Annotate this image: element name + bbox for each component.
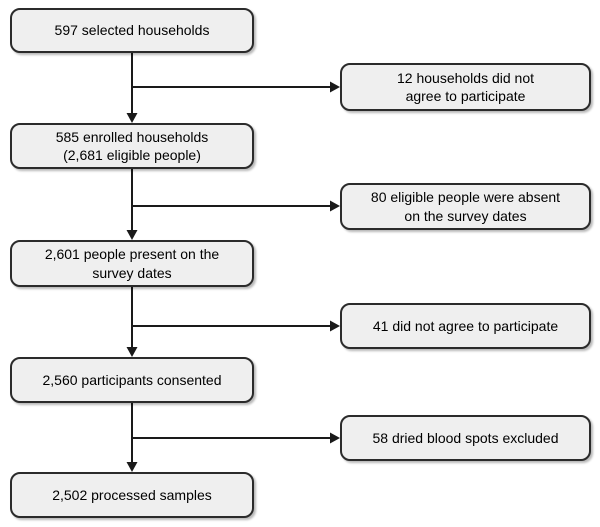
flow-box-did-not-agree: 41 did not agree to participate <box>340 303 591 349</box>
flow-box-text: on the survey dates <box>404 207 527 224</box>
flow-box-processed-samples: 2,502 processed samples <box>10 472 254 518</box>
flow-box-households-did-not-agree: 12 households did not agree to participa… <box>340 63 591 111</box>
flow-box-text: 585 enrolled households <box>55 128 209 145</box>
flow-box-text: 597 selected households <box>54 22 210 39</box>
flow-box-enrolled-households: 585 enrolled households (2,681 eligible … <box>10 123 254 169</box>
flow-box-text: agree to participate <box>405 88 526 104</box>
flow-box-text: 58 dried blood spots excluded <box>372 429 559 446</box>
flow-box-text: survey dates <box>92 264 172 281</box>
flow-box-people-present: 2,601 people present on the survey dates <box>10 240 254 287</box>
flow-box-people-absent: 80 eligible people were absent on the su… <box>340 183 591 230</box>
flow-box-text: (2,681 eligible people) <box>63 147 201 163</box>
flow-box-participants-consented: 2,560 participants consented <box>10 357 254 403</box>
flow-box-selected-households: 597 selected households <box>10 8 254 53</box>
flow-box-text: 12 households did not <box>397 69 534 86</box>
flow-box-text: 80 eligible people were absent <box>370 189 561 206</box>
flow-box-text: 2,560 participants consented <box>42 371 222 388</box>
flow-box-text: 2,502 processed samples <box>52 486 212 503</box>
flow-box-text: 2,601 people present on the <box>44 246 220 263</box>
flow-box-blood-spots-excluded: 58 dried blood spots excluded <box>340 415 591 461</box>
flow-box-text: 41 did not agree to participate <box>372 317 559 334</box>
